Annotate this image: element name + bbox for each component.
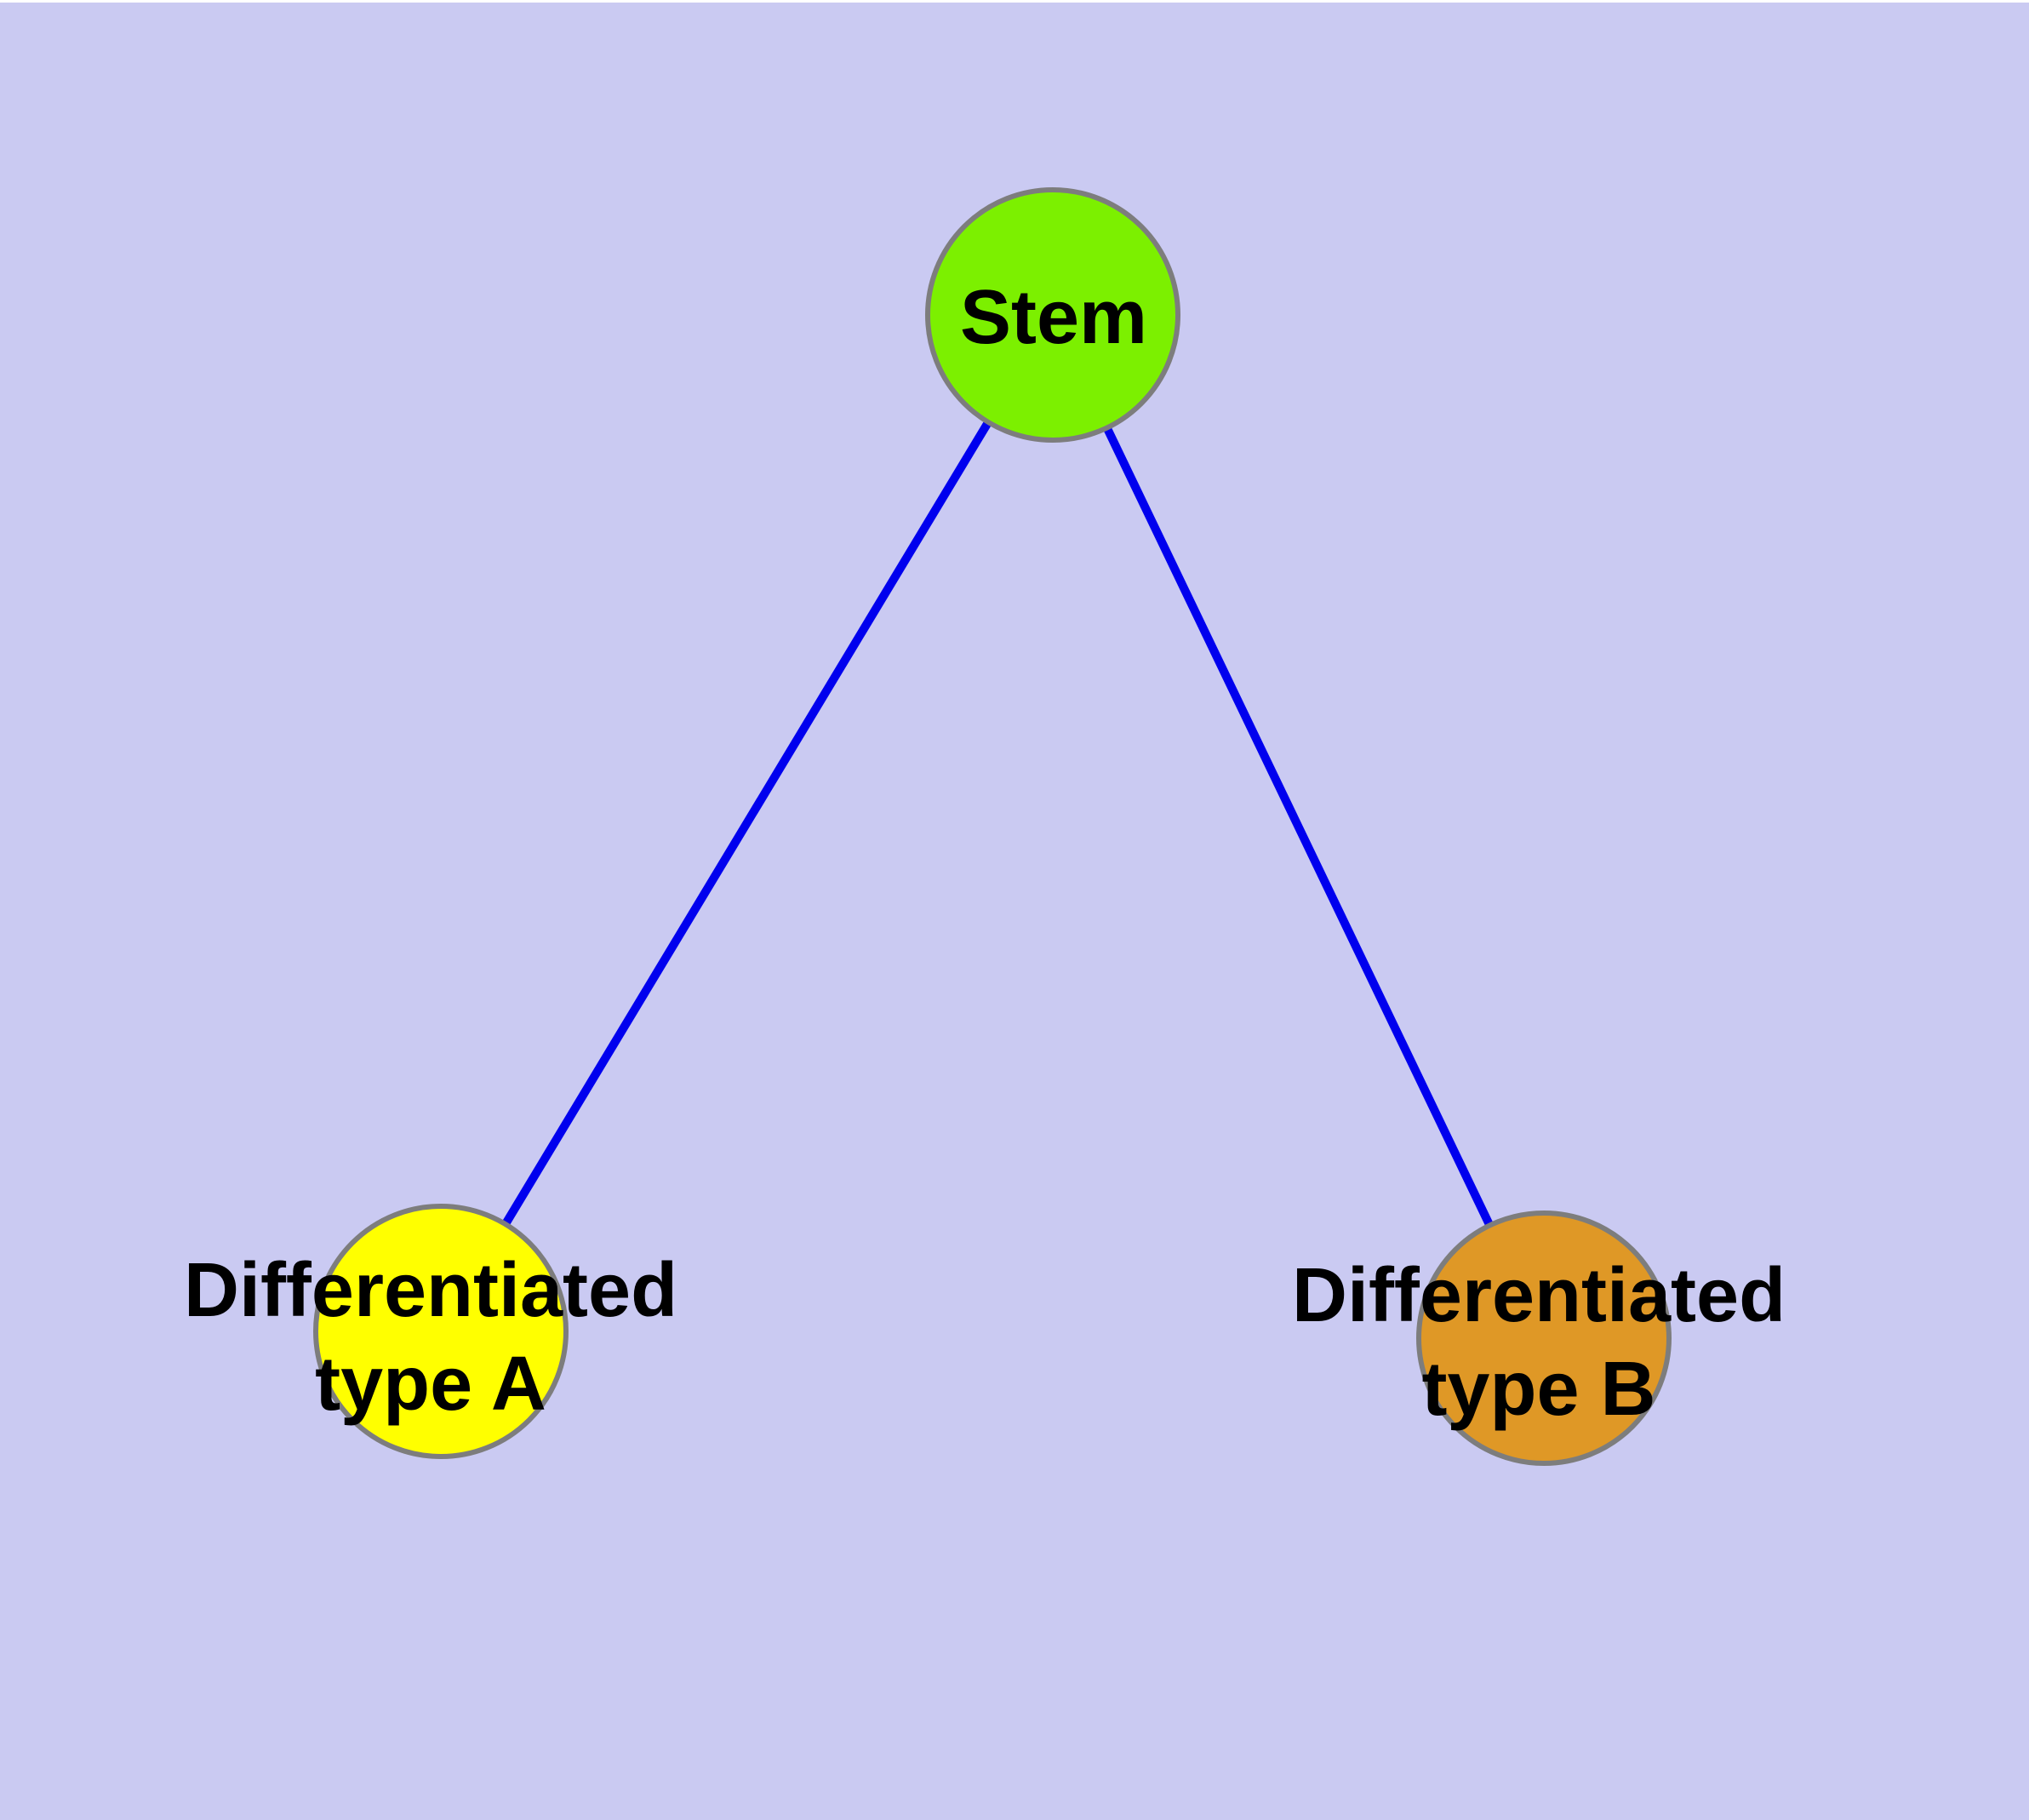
node-stem-label: Stem <box>959 275 1148 361</box>
node-differentiated-type-b-label: Differentiated type B <box>1292 1250 1786 1437</box>
node-differentiated-type-b-label-line2: type B <box>1421 1347 1656 1432</box>
node-differentiated-type-b <box>1416 1210 1672 1466</box>
node-differentiated-type-a-label: Differentiated type A <box>184 1245 677 1432</box>
node-differentiated-type-a <box>313 1204 569 1459</box>
edge-stem-to-type-b <box>1049 312 1548 1341</box>
node-differentiated-type-a-label-line2: type A <box>315 1342 546 1427</box>
edge-stem-to-type-a <box>437 312 1057 1334</box>
node-differentiated-type-a-label-line1: Differentiated <box>183 1248 678 1334</box>
node-differentiated-type-b-label-line1: Differentiated <box>1291 1253 1786 1339</box>
node-stem <box>925 187 1180 443</box>
top-edge-strip <box>0 0 2029 3</box>
